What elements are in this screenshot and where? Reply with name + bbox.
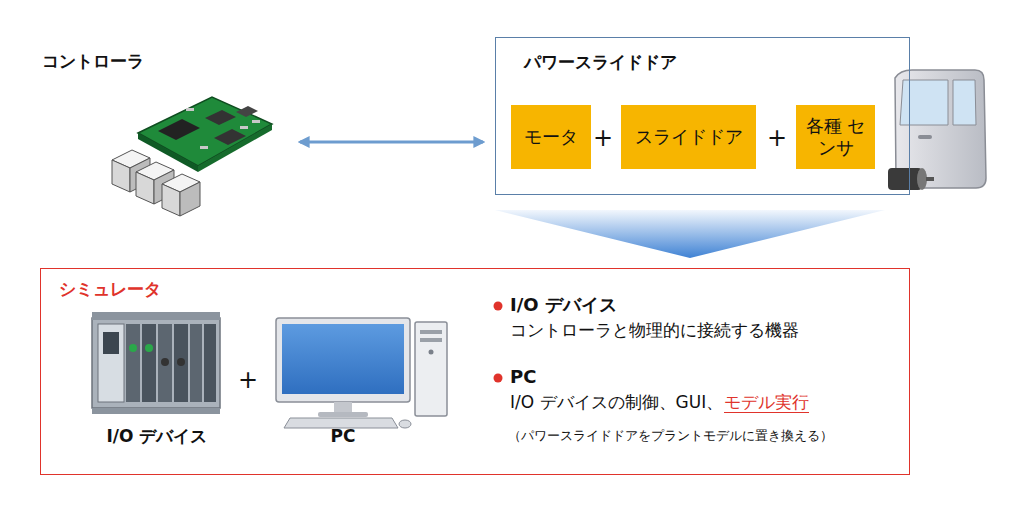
io-device-illustration-part — [145, 344, 153, 352]
box-heading: パワースライドドア — [524, 52, 677, 72]
plus-sign: + — [593, 124, 613, 153]
bullet-body: I/O デバイスの制御、GUI、 — [510, 392, 723, 412]
io-device-illustration-part — [204, 324, 216, 402]
controller-board-part — [138, 97, 272, 166]
controller-board-part-part — [186, 108, 194, 111]
io-device-illustration-part — [98, 324, 124, 402]
pc-illustration-part — [282, 324, 404, 394]
controller-board-part — [158, 119, 200, 140]
controller-group: コントローラ — [30, 45, 292, 217]
box-label: 各種 センサ — [802, 115, 869, 158]
power-slide-door-box: パワースライドドアモータ スライドドア 各種 センサ — [495, 37, 910, 195]
plus-sign: + — [238, 366, 258, 395]
controller-board — [112, 97, 272, 216]
pc-illustration-part — [399, 420, 411, 428]
box-label: スライドドア — [635, 126, 743, 148]
pc-illustration-part — [429, 350, 434, 355]
controller-board-part-part — [136, 172, 154, 204]
controller-board-part — [214, 129, 246, 145]
box-heading: シミュレータ — [59, 279, 161, 299]
pc-illustration — [276, 318, 447, 428]
plus-sign: + — [767, 124, 787, 153]
slide-door-illustration — [888, 70, 986, 190]
io-device-illustration-part — [92, 312, 220, 320]
io-device-illustration-part — [161, 358, 169, 366]
io-device-illustration-part — [174, 324, 188, 402]
device-caption: PC — [331, 426, 356, 446]
device-caption: I/O デバイス — [107, 426, 208, 446]
box-heading: コントローラ — [42, 51, 144, 71]
highlight-text: モデル実行 — [724, 392, 809, 413]
slide-door-illustration-part — [926, 177, 934, 181]
io-device-illustration-part — [92, 408, 220, 414]
controller-board-part — [236, 106, 258, 117]
bullet-dot-part — [494, 374, 503, 383]
bullet-body: コントローラと物理的に接続する機器 — [510, 320, 799, 340]
bullet-dot — [494, 302, 503, 383]
component-box: 各種 センサ — [796, 105, 875, 169]
controller-board-part — [186, 108, 260, 149]
slide-door-illustration-part — [918, 135, 932, 139]
pc-illustration-part — [318, 412, 368, 417]
controller-board-part-part — [252, 120, 260, 123]
bullet-dot-part — [494, 302, 503, 311]
slide-door-illustration-part — [900, 80, 948, 125]
io-device-illustration-part — [177, 358, 185, 366]
io-device-illustration-part — [103, 332, 119, 354]
controller-board-part — [112, 150, 200, 216]
controller-board-part-part — [200, 146, 208, 149]
bullet-heading: I/O デバイス — [510, 294, 617, 316]
io-device-illustration-part — [129, 344, 137, 352]
double-arrow — [300, 141, 483, 144]
component-box: スライドドア — [621, 105, 756, 169]
io-device-illustration-part — [190, 324, 202, 402]
pc-illustration-part — [420, 330, 442, 334]
controller-board-part-part — [112, 160, 130, 192]
slide-door-illustration-part — [953, 80, 976, 125]
io-device-illustration-part — [142, 324, 156, 402]
io-device-illustration — [92, 312, 220, 414]
slide-door-illustration-part — [888, 168, 922, 190]
pc-illustration-part — [415, 322, 447, 416]
pc-illustration-part — [420, 338, 442, 342]
controller-board-part-part — [162, 184, 180, 216]
box-label: モータ — [524, 126, 578, 148]
bullet-heading: PC — [510, 366, 536, 388]
io-device-illustration-part — [92, 318, 220, 408]
conversion-funnel — [495, 210, 885, 258]
controller-board-part — [205, 110, 236, 125]
io-device-illustration-part — [158, 324, 172, 402]
controller-board-part-part — [240, 126, 248, 129]
note-text: （パワースライドドアをプラントモデルに置き換える） — [508, 428, 833, 443]
controller-board-part-part — [180, 182, 200, 216]
pc-illustration-part — [276, 318, 410, 402]
slide-door-illustration-part — [917, 168, 927, 190]
io-device-illustration-part — [126, 324, 140, 402]
controller-board-part — [198, 124, 272, 172]
component-box: モータ — [511, 105, 591, 169]
